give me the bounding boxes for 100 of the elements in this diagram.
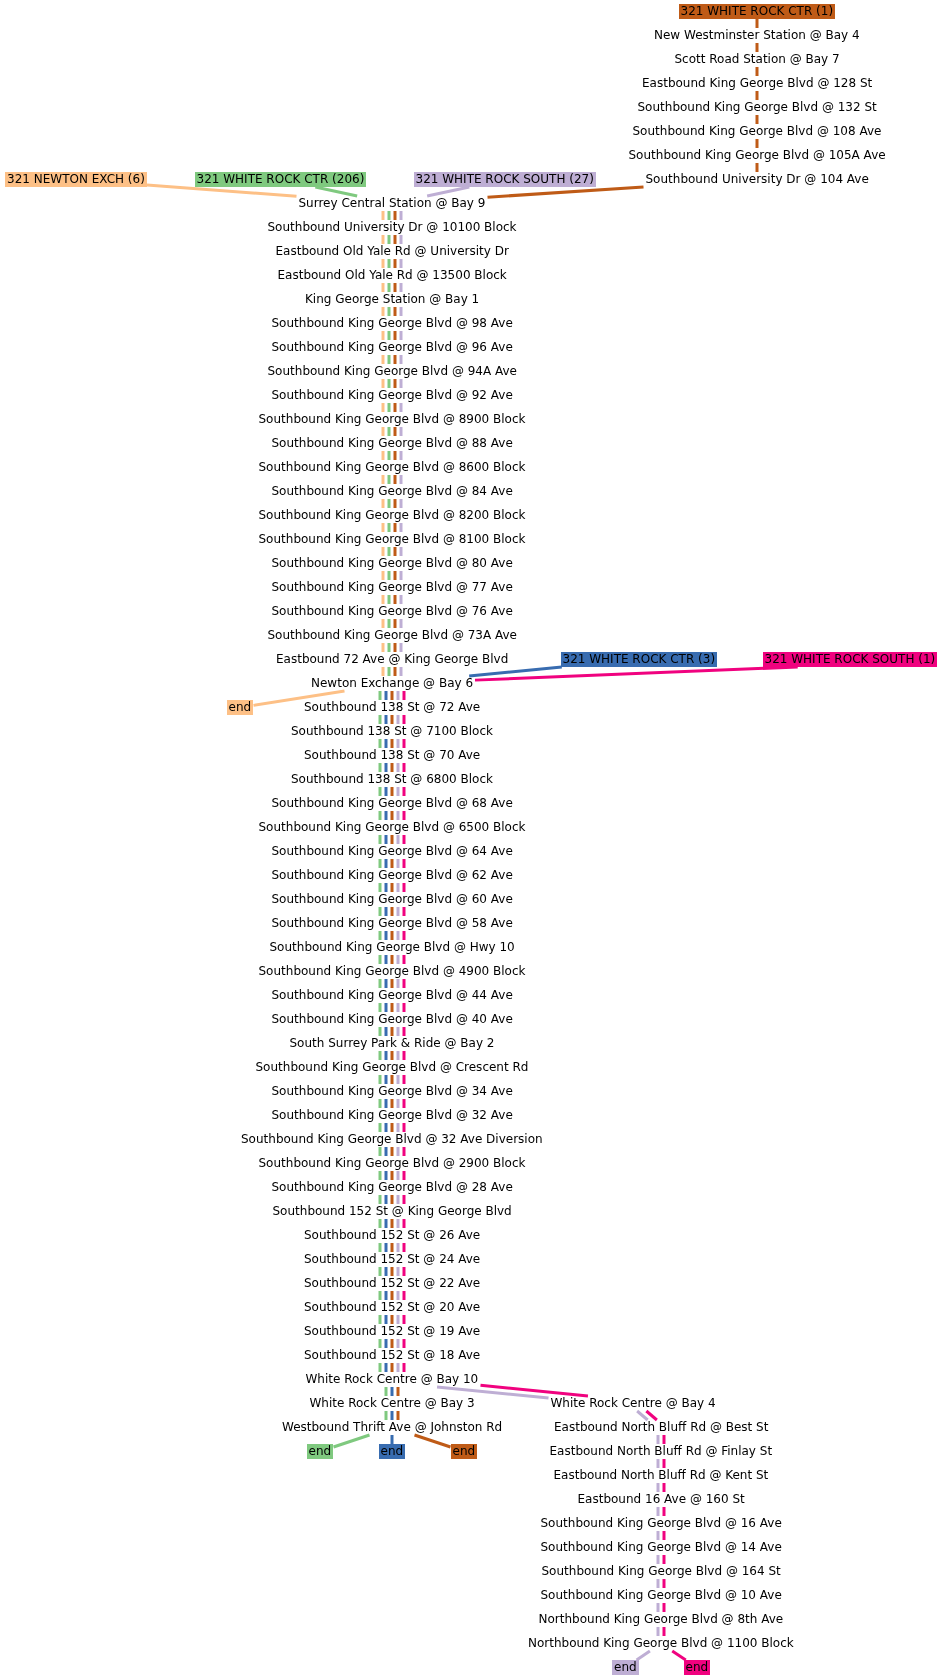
route-line — [402, 1243, 406, 1252]
route-line — [399, 571, 403, 580]
stop-name: Eastbound 72 Ave @ King George Blvd — [274, 652, 511, 667]
route-tag: 321 WHITE ROCK CTR (1) — [678, 4, 836, 19]
route-line — [402, 811, 406, 820]
route-line — [378, 739, 382, 748]
route-line — [662, 1507, 666, 1516]
route-line — [384, 1051, 388, 1060]
route-line — [384, 811, 388, 820]
route-line — [378, 1075, 382, 1084]
route-line — [662, 1603, 666, 1612]
stop-name: Southbound King George Blvd @ 68 Ave — [269, 796, 515, 811]
stop-name: Southbound 152 St @ 19 Ave — [302, 1324, 483, 1339]
route-line — [755, 91, 759, 100]
route-line — [393, 475, 397, 484]
route-line — [390, 955, 394, 964]
route-line — [645, 1409, 658, 1422]
route-line — [387, 499, 391, 508]
route-line — [387, 283, 391, 292]
route-line — [396, 1027, 400, 1036]
route-line — [384, 715, 388, 724]
route-line — [396, 859, 400, 868]
route-line — [390, 907, 394, 916]
route-line — [378, 1219, 382, 1228]
route-line — [384, 835, 388, 844]
route-line — [378, 1123, 382, 1132]
route-line — [656, 1459, 660, 1468]
route-line — [402, 907, 406, 916]
stop-name: Eastbound North Bluff Rd @ Finlay St — [547, 1444, 775, 1459]
route-line — [402, 1291, 406, 1300]
route-line — [396, 787, 400, 796]
route-line — [384, 1027, 388, 1036]
route-line — [402, 1195, 406, 1204]
route-line — [387, 523, 391, 532]
route-line — [402, 1171, 406, 1180]
route-line — [384, 1291, 388, 1300]
route-line — [399, 259, 403, 268]
route-line — [384, 1195, 388, 1204]
route-line — [390, 1003, 394, 1012]
route-line — [384, 1411, 388, 1420]
route-line — [384, 1267, 388, 1276]
route-line — [384, 979, 388, 988]
route-line — [396, 1123, 400, 1132]
route-line — [671, 1649, 687, 1662]
route-line — [402, 1099, 406, 1108]
route-line — [396, 811, 400, 820]
route-line — [390, 883, 394, 892]
stop-name: Southbound King George Blvd @ 96 Ave — [269, 340, 515, 355]
route-line — [381, 403, 385, 412]
stop-name: Southbound King George Blvd @ Crescent Rd — [253, 1060, 531, 1075]
route-line — [662, 1435, 666, 1444]
stop-name: White Rock Centre @ Bay 4 — [548, 1396, 718, 1411]
route-line — [399, 211, 403, 220]
route-line — [402, 691, 406, 700]
stop-name: Southbound 152 St @ King George Blvd — [270, 1204, 514, 1219]
route-line — [390, 1315, 394, 1324]
route-line — [378, 859, 382, 868]
route-line — [393, 307, 397, 316]
route-line — [399, 307, 403, 316]
route-line — [381, 547, 385, 556]
route-line — [378, 931, 382, 940]
stop-name: Southbound King George Blvd @ 32 Ave Diversion — [239, 1132, 545, 1147]
stop-name: Southbound King George Blvd @ 44 Ave — [269, 988, 515, 1003]
route-line — [384, 1315, 388, 1324]
stop-name: Southbound King George Blvd @ 77 Ave — [269, 580, 515, 595]
terminus-tag: end — [612, 1660, 639, 1675]
route-line — [384, 739, 388, 748]
route-line — [378, 715, 382, 724]
route-line — [381, 595, 385, 604]
stop-name: Southbound King George Blvd @ 73A Ave — [265, 628, 519, 643]
route-line — [384, 1099, 388, 1108]
route-line — [393, 571, 397, 580]
route-line — [414, 1433, 451, 1449]
route-line — [387, 427, 391, 436]
route-line — [393, 379, 397, 388]
stop-name: Southbound 152 St @ 22 Ave — [302, 1276, 483, 1291]
route-line — [390, 1171, 394, 1180]
route-line — [381, 283, 385, 292]
route-line — [378, 1315, 382, 1324]
route-line — [393, 427, 397, 436]
stop-name: Southbound King George Blvd @ 32 Ave — [269, 1108, 515, 1123]
route-line — [390, 691, 394, 700]
stop-name: Southbound King George Blvd @ 98 Ave — [269, 316, 515, 331]
route-line — [662, 1483, 666, 1492]
route-line — [390, 1435, 394, 1444]
route-line — [390, 1027, 394, 1036]
route-line — [402, 715, 406, 724]
route-line — [396, 1003, 400, 1012]
route-line — [402, 955, 406, 964]
route-line — [402, 859, 406, 868]
route-line — [393, 211, 397, 220]
route-line — [393, 523, 397, 532]
route-line — [333, 1433, 370, 1449]
route-line — [399, 427, 403, 436]
stop-name: Southbound University Dr @ 104 Ave — [643, 172, 871, 187]
route-line — [755, 67, 759, 76]
route-line — [393, 235, 397, 244]
route-line — [402, 1339, 406, 1348]
stop-name: Southbound King George Blvd @ 8900 Block — [256, 412, 528, 427]
route-line — [384, 1075, 388, 1084]
